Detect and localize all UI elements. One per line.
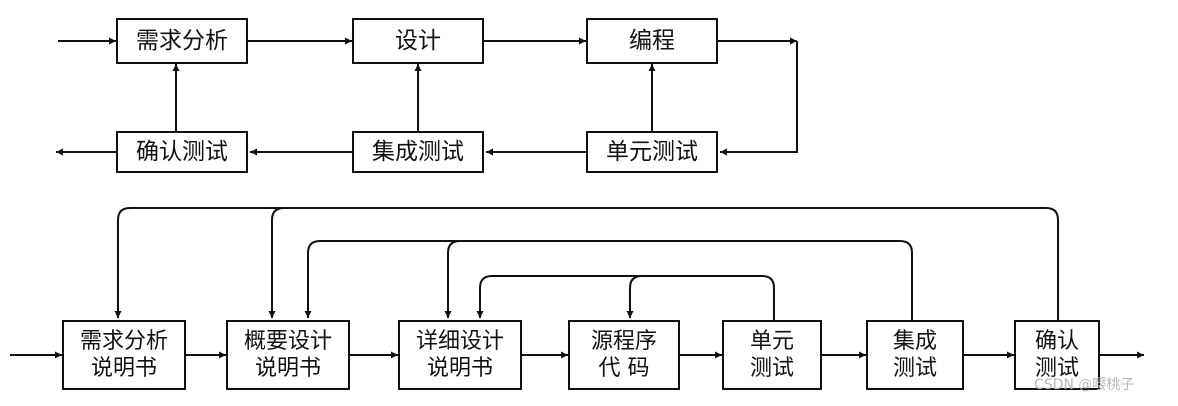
integration-test-box: 集成测试	[352, 131, 484, 173]
source-code-line1: 源程序	[590, 328, 657, 354]
acceptance-test-line1: 确认	[1034, 328, 1079, 354]
outline-design-line1: 概要设计	[243, 328, 332, 354]
acceptance-test-box-bottom: 确认 测试	[1014, 320, 1100, 390]
unit-test-label: 单元测试	[606, 138, 698, 165]
source-code-line2: 代 码	[598, 356, 650, 381]
acceptance-test-line2: 测试	[1034, 356, 1079, 381]
outline-design-spec-box: 概要设计 说明书	[226, 320, 350, 390]
acceptance-test-box: 确认测试	[116, 131, 248, 173]
coding-box: 编程	[586, 18, 718, 64]
integration-test-label: 集成测试	[372, 138, 464, 165]
req-spec-line2: 说明书	[90, 356, 157, 381]
unit-test-line1: 单元	[749, 328, 794, 354]
watermark-text: CSDN @嘤桃子	[1034, 377, 1135, 393]
integration-test-line1: 集成	[892, 328, 937, 354]
detail-design-line1: 详细设计	[415, 328, 504, 354]
detail-design-line2: 说明书	[426, 356, 493, 381]
unit-test-line2: 测试	[749, 356, 794, 381]
unit-test-box-bottom: 单元 测试	[722, 320, 822, 390]
detail-design-spec-box: 详细设计 说明书	[398, 320, 522, 390]
req-analysis-box: 需求分析	[116, 18, 248, 64]
integration-test-line2: 测试	[892, 356, 937, 381]
outline-design-line2: 说明书	[254, 356, 321, 381]
req-analysis-label: 需求分析	[136, 27, 228, 54]
req-spec-line1: 需求分析	[79, 328, 168, 354]
source-code-box: 源程序 代 码	[568, 320, 680, 390]
acceptance-test-label: 确认测试	[136, 138, 228, 165]
coding-label: 编程	[629, 27, 675, 54]
design-box: 设计	[352, 18, 484, 64]
unit-test-box: 单元测试	[586, 131, 718, 173]
integration-test-box-bottom: 集成 测试	[866, 320, 964, 390]
design-label: 设计	[395, 27, 441, 54]
req-spec-box: 需求分析 说明书	[62, 320, 186, 390]
